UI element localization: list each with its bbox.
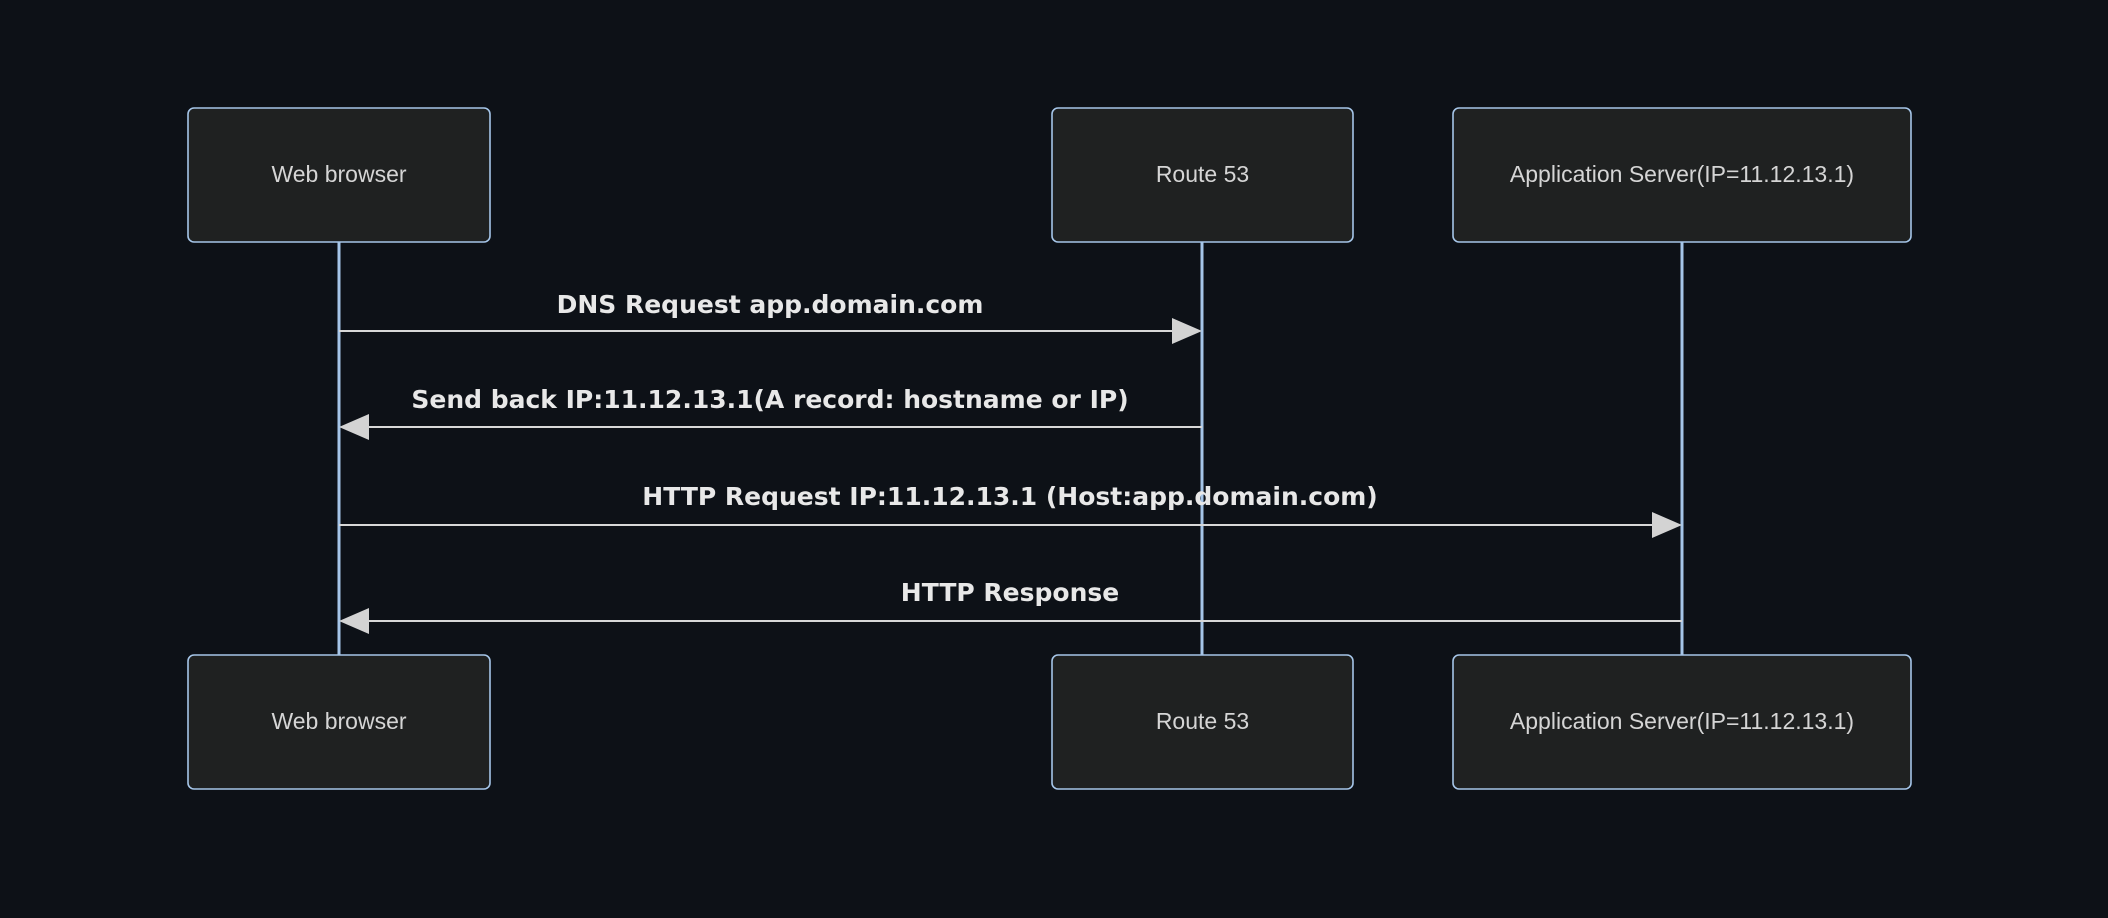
message-http-request[interactable]: HTTP Request IP:11.12.13.1 (Host:app.dom… bbox=[339, 482, 1682, 538]
participant-box-rect bbox=[1452, 107, 1912, 243]
message-label-http-request: HTTP Request IP:11.12.13.1 (Host:app.dom… bbox=[642, 482, 1377, 511]
participant-box-rect bbox=[1452, 654, 1912, 790]
message-label-dns-response: Send back IP:11.12.13.1(A record: hostna… bbox=[411, 385, 1128, 414]
participant-box-rect bbox=[1051, 654, 1354, 790]
participant-label-route-53: Route 53 bbox=[1156, 708, 1249, 734]
participant-label-web-browser: Web browser bbox=[271, 161, 406, 187]
participant-box-application-server-bottom[interactable]: Application Server(IP=11.12.13.1) bbox=[1452, 654, 1912, 790]
message-http-response[interactable]: HTTP Response bbox=[339, 578, 1682, 634]
message-arrowhead-http-response bbox=[339, 608, 369, 634]
message-dns-request[interactable]: DNS Request app.domain.com bbox=[339, 290, 1202, 344]
participant-label-web-browser: Web browser bbox=[271, 708, 406, 734]
message-arrowhead-dns-request bbox=[1172, 318, 1202, 344]
participant-box-route-53-top[interactable]: Route 53 bbox=[1051, 107, 1354, 243]
participant-box-web-browser-top[interactable]: Web browser bbox=[187, 107, 491, 243]
message-arrowhead-dns-response bbox=[339, 414, 369, 440]
participant-box-rect bbox=[187, 107, 491, 243]
participant-box-rect bbox=[187, 654, 491, 790]
participant-label-application-server: Application Server(IP=11.12.13.1) bbox=[1510, 708, 1854, 734]
message-label-http-response: HTTP Response bbox=[901, 578, 1119, 607]
participant-boxes-bottom: Web browser Route 53 Application Server(IP… bbox=[187, 654, 1912, 790]
message-label-dns-request: DNS Request app.domain.com bbox=[557, 290, 984, 319]
participant-label-route-53: Route 53 bbox=[1156, 161, 1249, 187]
message-dns-response[interactable]: Send back IP:11.12.13.1(A record: hostna… bbox=[339, 385, 1202, 440]
participant-box-application-server-top[interactable]: Application Server(IP=11.12.13.1) bbox=[1452, 107, 1912, 243]
message-arrowhead-http-request bbox=[1652, 512, 1682, 538]
participant-box-web-browser-bottom[interactable]: Web browser bbox=[187, 654, 491, 790]
participant-boxes-top: Web browser Route 53 Application Server(IP… bbox=[187, 107, 1912, 243]
lifelines-group bbox=[337, 242, 1684, 656]
participant-box-route-53-bottom[interactable]: Route 53 bbox=[1051, 654, 1354, 790]
participant-box-rect bbox=[1051, 107, 1354, 243]
participant-label-application-server: Application Server(IP=11.12.13.1) bbox=[1510, 161, 1854, 187]
